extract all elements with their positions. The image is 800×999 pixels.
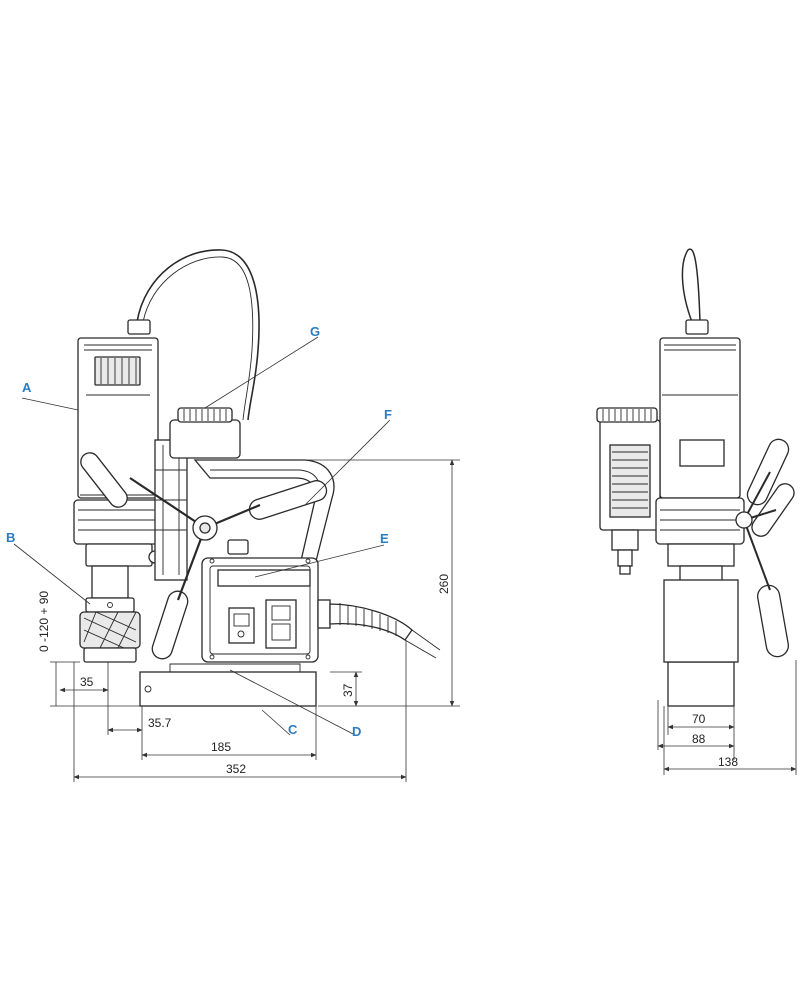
cable-strain-relief xyxy=(317,599,441,659)
gearbox xyxy=(73,499,167,567)
callout-f: F xyxy=(384,407,392,422)
dim-352: 352 xyxy=(226,762,246,776)
dim-70: 70 xyxy=(692,712,706,726)
column xyxy=(154,439,188,581)
callout-b: B xyxy=(6,530,15,545)
control-box xyxy=(201,557,319,663)
callout-d: D xyxy=(352,724,361,739)
cable-gland xyxy=(127,319,151,335)
feed-cap xyxy=(169,407,241,459)
dim-37: 37 xyxy=(341,683,355,697)
spindle xyxy=(79,565,141,663)
dim-stroke-range: 0 -120 + 90 xyxy=(37,591,51,652)
dim-138: 138 xyxy=(718,755,738,769)
callout-e: E xyxy=(380,531,389,546)
callout-g: G xyxy=(310,324,320,339)
magnetic-base xyxy=(139,663,317,707)
front-view: A B C D E F G 0 -120 + 90 35 260 37 35.7… xyxy=(6,249,460,782)
magnet-switch xyxy=(228,607,255,644)
front-dimensions xyxy=(50,459,460,782)
dim-35: 35 xyxy=(80,675,94,689)
side-view: 70 88 138 xyxy=(596,248,797,775)
dim-88: 88 xyxy=(692,732,706,746)
dim-185: 185 xyxy=(211,740,231,754)
callout-leaders xyxy=(13,336,391,736)
callout-a: A xyxy=(22,380,32,395)
cable xyxy=(136,249,260,421)
dim-35-7: 35.7 xyxy=(148,716,172,730)
callout-c: C xyxy=(288,722,298,737)
dim-260: 260 xyxy=(437,574,451,594)
feed-handles xyxy=(80,452,328,660)
